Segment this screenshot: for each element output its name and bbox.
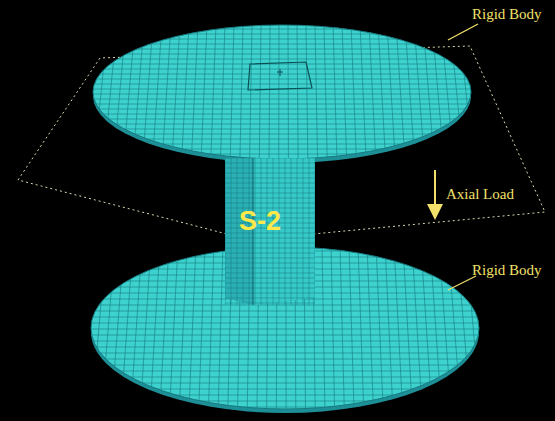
- part-label: Rigid Body: [472, 262, 542, 279]
- leader-line: [448, 24, 478, 40]
- specimen-label: S-2: [239, 208, 281, 235]
- leader-line: [448, 276, 476, 290]
- column-specimen: S-2: [225, 158, 315, 305]
- part-label: Rigid Body: [472, 6, 542, 23]
- load-label: Axial Load: [446, 186, 514, 203]
- top-rigid-disc: [75, 24, 483, 163]
- load-arrow: [434, 170, 436, 212]
